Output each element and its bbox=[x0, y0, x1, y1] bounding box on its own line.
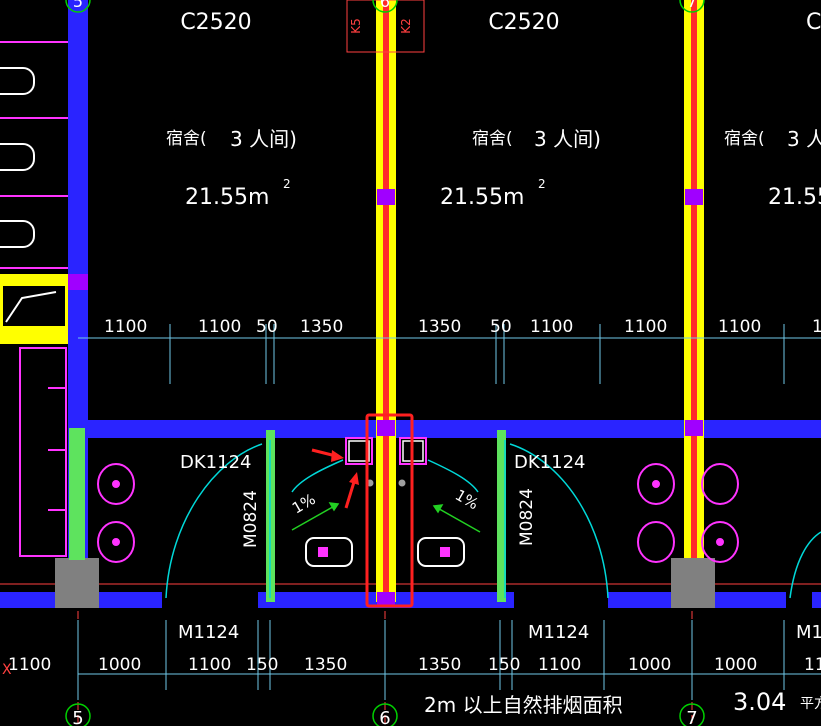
room-area: 21.55m bbox=[768, 185, 821, 210]
slope-label: 1% bbox=[289, 490, 319, 517]
door-label-dk: DK1124 bbox=[180, 452, 251, 473]
plan-label: 平方 bbox=[800, 696, 821, 712]
dim-text: 1100 bbox=[718, 317, 761, 337]
room-occupancy: 3 人间) bbox=[230, 127, 297, 151]
room-area-unit: 2 bbox=[538, 177, 546, 191]
dim-text: 1100 bbox=[188, 655, 231, 675]
dim-text: 1350 bbox=[418, 317, 461, 337]
room-name: 宿舍( bbox=[724, 129, 765, 149]
window-label: C2 bbox=[806, 10, 821, 35]
left-stair-zone bbox=[0, 41, 68, 557]
dim-text: 1100 bbox=[8, 655, 51, 675]
dimension-lines bbox=[77, 324, 821, 700]
axis-bubble-label: 6 bbox=[380, 0, 390, 11]
axis-bubble-label: 7 bbox=[686, 708, 697, 726]
dim-text: 1350 bbox=[304, 655, 347, 675]
door-label-m1124: M1124 bbox=[178, 622, 239, 643]
wall-bottom-4 bbox=[812, 592, 821, 608]
wall-corridor-top bbox=[80, 420, 821, 438]
red-arrow-icon bbox=[344, 472, 359, 509]
door-label-m0824: M0824 bbox=[241, 490, 261, 548]
ac-tag-box[interactable] bbox=[346, 0, 425, 53]
axis-bubble-label: 5 bbox=[73, 0, 83, 11]
dim-text: 1100 bbox=[198, 317, 241, 337]
basin-icon bbox=[0, 67, 35, 95]
room-label-2[interactable]: 宿舍( 3 人间) 21.55m 2 bbox=[440, 127, 601, 210]
dim-text: 11 bbox=[804, 655, 821, 675]
room-name: 宿舍( bbox=[166, 129, 207, 149]
dim-text: 1100 bbox=[624, 317, 667, 337]
dim-text: 1100 bbox=[530, 317, 573, 337]
door-swings bbox=[165, 440, 821, 599]
toilet-units bbox=[345, 437, 427, 487]
dim-text: 1100 bbox=[104, 317, 147, 337]
room-occupancy: 3 人间) bbox=[534, 127, 601, 151]
wardrobe-outline bbox=[19, 347, 67, 557]
elevation-label: 3.04 bbox=[733, 688, 786, 716]
dim-text: 1000 bbox=[98, 655, 141, 675]
dim-text: 50 bbox=[256, 317, 278, 337]
basin-icon bbox=[0, 220, 35, 248]
axis-bubble-label: 5 bbox=[72, 708, 83, 726]
window-label: C2520 bbox=[180, 10, 251, 35]
window-label: C2520 bbox=[488, 10, 559, 35]
dim-text: 1100 bbox=[538, 655, 581, 675]
axis-bubble-label: 6 bbox=[379, 708, 390, 726]
dim-text: 1000 bbox=[714, 655, 757, 675]
dim-text: 1350 bbox=[300, 317, 343, 337]
room-area: 21.55m bbox=[185, 185, 269, 210]
axis-bubbles bbox=[65, 0, 705, 726]
shower-trays bbox=[305, 537, 465, 567]
columns bbox=[55, 0, 715, 608]
dim-text: 1000 bbox=[628, 655, 671, 675]
dim-text: 50 bbox=[490, 317, 512, 337]
room-name: 宿舍( bbox=[472, 129, 513, 149]
dim-text: 150 bbox=[488, 655, 520, 675]
axis-bubble-label: 7 bbox=[687, 0, 697, 11]
axis-marker-x: X bbox=[2, 662, 12, 678]
dim-text: 1 bbox=[812, 317, 821, 337]
room-area-unit: 2 bbox=[283, 177, 291, 191]
grey-column-5 bbox=[55, 558, 99, 608]
highlight-box[interactable] bbox=[365, 413, 414, 608]
room-label-3[interactable]: 宿舍( 3 人间) 21.55m bbox=[724, 127, 821, 210]
dim-text: 1350 bbox=[418, 655, 461, 675]
basin-icon bbox=[0, 143, 35, 171]
door-label-m1124: M1124 bbox=[528, 622, 589, 643]
grey-column-7 bbox=[671, 558, 715, 608]
dim-text: 150 bbox=[246, 655, 278, 675]
room-label-1[interactable]: 宿舍( 3 人间) 21.55m 2 bbox=[166, 127, 297, 210]
slope-arrows bbox=[291, 502, 481, 533]
room-occupancy: 3 人间) bbox=[787, 127, 821, 151]
smoke-area-note: 2m 以上自然排烟面积 bbox=[424, 693, 623, 717]
door-label-m1124: M1 bbox=[796, 622, 821, 643]
door-label-m0824: M0824 bbox=[517, 488, 537, 546]
door-label-dk: DK1124 bbox=[514, 452, 585, 473]
washbasins bbox=[97, 463, 739, 563]
column-nodes bbox=[68, 189, 703, 606]
tag-k2: K2 bbox=[399, 18, 413, 34]
red-arrow-icon bbox=[311, 448, 344, 462]
tag-k5: K5 bbox=[349, 18, 363, 34]
room-area: 21.55m bbox=[440, 185, 524, 210]
